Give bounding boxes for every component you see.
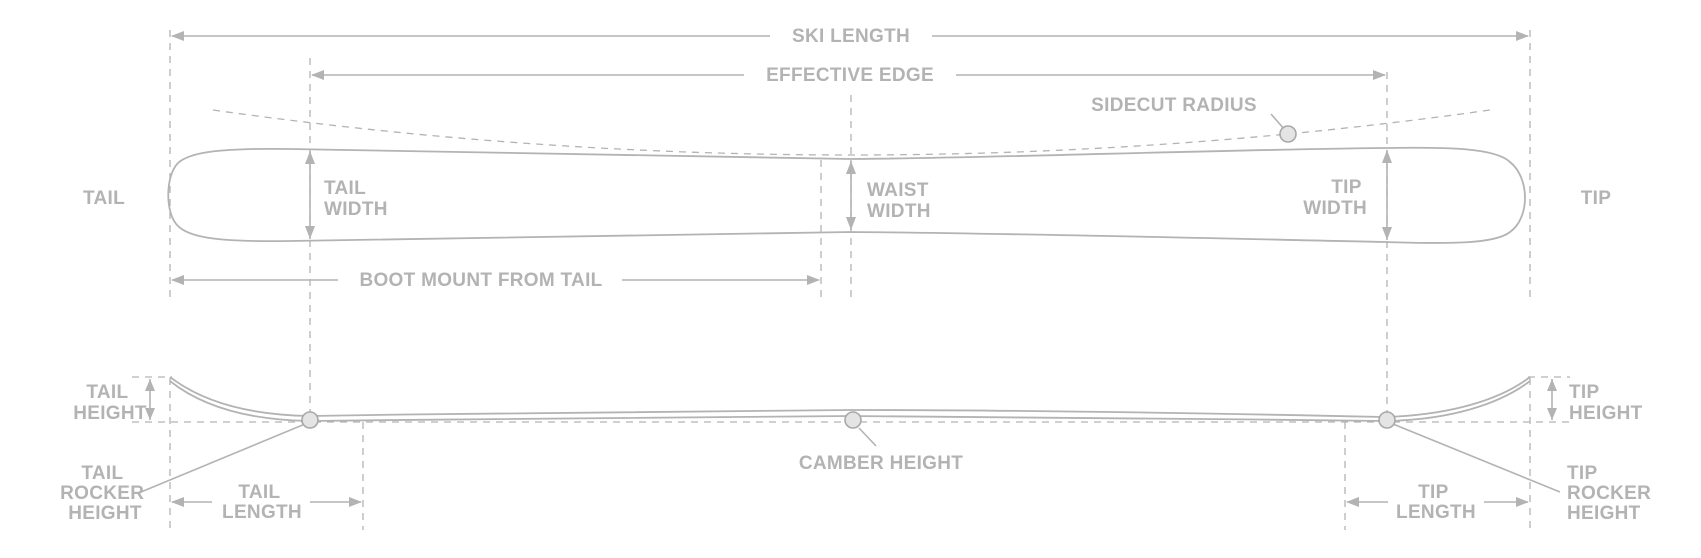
tail-width-label-line-2: WIDTH: [324, 199, 388, 220]
waist-width-label-line-1: WAIST: [867, 180, 929, 201]
tail-width-label: TAIL WIDTH: [324, 178, 388, 220]
tail-rocker-height-leader: [140, 423, 306, 493]
tip-height-arrowhead-bottom: [1547, 408, 1557, 420]
effective-edge-arrowhead-right: [1373, 70, 1386, 80]
sidecut-radius-label: SIDECUT RADIUS: [1091, 95, 1257, 116]
marker-dots: [301, 125, 1396, 429]
tail-height-label-line-2: HEIGHT: [73, 403, 147, 424]
tip-height-label-line-2: HEIGHT: [1569, 403, 1643, 424]
tail-height-arrowhead-bottom: [145, 408, 155, 420]
waist-width-label-line-2: WIDTH: [867, 201, 931, 222]
tip-width-label: TIP WIDTH: [1303, 177, 1367, 219]
camber-height-label: CAMBER HEIGHT: [799, 453, 963, 474]
sidecut-radius-arc: [212, 109, 1491, 156]
tail-length-label: TAIL LENGTH: [222, 482, 302, 523]
ski-side-profile-top: [169, 376, 1531, 418]
tip-width-arrowhead-bottom: [1382, 227, 1392, 240]
tail-rocker-height-label-line-1: TAIL: [81, 463, 123, 484]
tail-rocker-height-label-line-3: HEIGHT: [68, 503, 142, 524]
tail-height-label-line-1: TAIL: [86, 382, 128, 403]
tail-contact-point-marker: [301, 411, 319, 429]
tip-rocker-height-label-line-2: ROCKER: [1567, 483, 1651, 504]
ski-length-label: SKI LENGTH: [792, 26, 910, 47]
waist-width-label: WAIST WIDTH: [867, 180, 934, 222]
tip-height-label-line-1: TIP: [1569, 382, 1599, 403]
boot-mount-arrowhead-right: [807, 275, 820, 285]
text-labels: SKI LENGTH EFFECTIVE EDGE SIDECUT RADIUS…: [60, 26, 1657, 524]
tail-length-arrowhead-right: [349, 497, 362, 507]
tail-length-label-line-2: LENGTH: [222, 502, 302, 523]
tip-width-arrowhead-top: [1382, 150, 1392, 163]
tail-width-arrowhead-bottom: [305, 226, 315, 239]
waist-width-arrowhead-top: [846, 161, 856, 174]
tip-height-arrowhead-top: [1547, 379, 1557, 391]
tip-length-label-line-2: LENGTH: [1396, 502, 1476, 523]
waist-width-arrowhead-bottom: [846, 217, 856, 230]
camber-height-marker: [844, 411, 862, 429]
boot-mount-from-tail-label: BOOT MOUNT FROM TAIL: [359, 270, 602, 291]
boot-mount-arrowhead-left: [171, 275, 184, 285]
tip-rocker-height-label: TIP ROCKER HEIGHT: [1567, 463, 1657, 524]
tip-contact-point-marker: [1378, 411, 1396, 429]
tip-length-arrowhead-left: [1346, 497, 1359, 507]
sidecut-radius-marker: [1279, 125, 1297, 143]
tail-rocker-height-label: TAIL ROCKER HEIGHT: [60, 463, 150, 524]
tip-length-label: TIP LENGTH: [1396, 482, 1476, 523]
tail-length-arrowhead-left: [171, 497, 184, 507]
ski-length-arrowhead-left: [171, 31, 184, 41]
tail-label: TAIL: [83, 188, 125, 209]
effective-edge-label: EFFECTIVE EDGE: [766, 65, 934, 86]
tip-width-label-line-1: TIP: [1331, 177, 1361, 198]
tail-rocker-height-label-line-2: ROCKER: [60, 483, 144, 504]
tail-width-arrowhead-top: [305, 151, 315, 164]
tail-length-label-line-1: TAIL: [238, 482, 280, 503]
tail-height-label: TAIL HEIGHT: [73, 382, 147, 424]
ski-length-arrowhead-right: [1516, 31, 1529, 41]
tip-width-label-line-2: WIDTH: [1303, 198, 1367, 219]
tip-length-arrowhead-right: [1516, 497, 1529, 507]
tip-label: TIP: [1581, 188, 1611, 209]
tip-length-label-line-1: TIP: [1418, 482, 1448, 503]
tail-width-label-line-1: TAIL: [324, 178, 366, 199]
tip-rocker-height-label-line-1: TIP: [1567, 463, 1597, 484]
dimension-arrows: [145, 31, 1557, 507]
tail-height-arrowhead-top: [145, 379, 155, 391]
camber-height-leader: [858, 427, 877, 447]
tip-rocker-height-label-line-3: HEIGHT: [1567, 503, 1641, 524]
effective-edge-arrowhead-left: [311, 70, 324, 80]
tip-rocker-height-leader: [1392, 423, 1561, 493]
tip-height-label: TIP HEIGHT: [1569, 382, 1643, 424]
ski-top-outline: [167, 146, 1526, 244]
